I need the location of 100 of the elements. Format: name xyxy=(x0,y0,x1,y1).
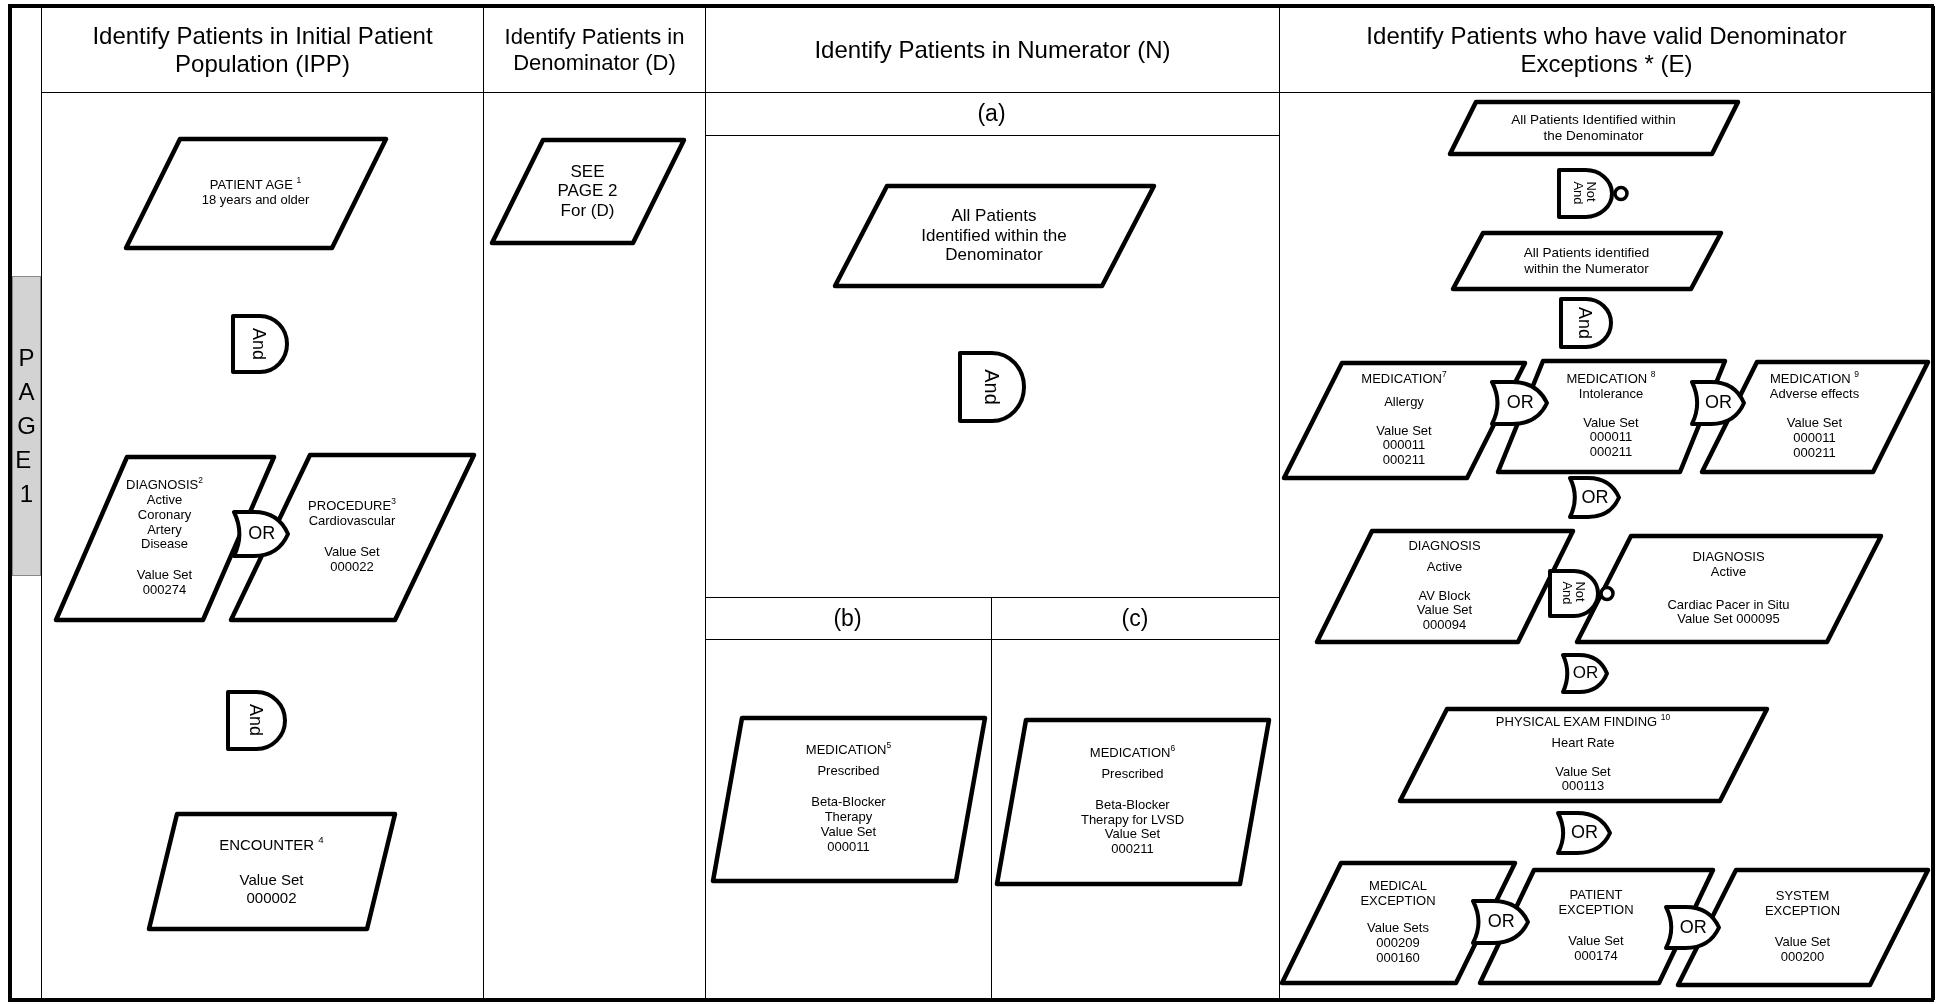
column-heading: Identify Patients in Denominator (D) xyxy=(504,24,685,75)
input-parallelogram xyxy=(489,137,686,245)
gate-label: OR xyxy=(1571,822,1599,843)
node-text: DIAGNOSIS$^{2}$ xyxy=(126,477,203,493)
and-gate xyxy=(1558,296,1613,349)
page-tab xyxy=(12,276,41,576)
node-text: Beta-Blocker Therapy for LVSD xyxy=(1079,797,1186,828)
or-gate xyxy=(1567,475,1621,519)
node-text: Active xyxy=(1426,559,1463,575)
gate-label: OR xyxy=(248,523,276,544)
node-text: Value Set 000113 xyxy=(1554,764,1612,795)
page-label: PAGE 1 xyxy=(14,342,37,510)
node-text: Value Set 000011 xyxy=(819,824,878,855)
node-text: Prescribed xyxy=(1101,766,1164,782)
input-parallelogram xyxy=(994,717,1271,886)
node-text: SEE PAGE 2 For (D) xyxy=(556,161,619,221)
node-text: PATIENT EXCEPTION xyxy=(1557,888,1635,918)
node-text: MEDICATION $^{9}$ xyxy=(1770,372,1859,388)
input-parallelogram xyxy=(1699,359,1930,474)
gate-label: And xyxy=(250,327,269,360)
node-text: Allergy xyxy=(1384,394,1424,410)
node-text: All Patients Identified within the Denominator xyxy=(1511,112,1676,143)
node-text: MEDICATION$^{7}$ xyxy=(1361,371,1447,387)
node-text: Active Coronary Artery Disease xyxy=(136,492,193,553)
node-text: PATIENT AGE $^{1}$ xyxy=(209,178,302,193)
column-heading: Identify Patients who have valid Denominator Exceptions * (E) xyxy=(1365,21,1848,78)
node-text: Intolerance xyxy=(1578,386,1644,402)
node-text: PROCEDURE$^{3}$ xyxy=(308,499,396,515)
input-parallelogram xyxy=(710,715,987,883)
section-heading: (c) xyxy=(1121,604,1149,632)
gate-label: Not And xyxy=(1572,181,1598,205)
input-parallelogram xyxy=(123,136,388,250)
node-text: Value Set 000274 xyxy=(135,568,194,599)
or-gate xyxy=(1555,810,1612,855)
gate-label: OR xyxy=(1487,911,1515,932)
gate-label: OR xyxy=(1506,392,1534,413)
or-gate xyxy=(1689,379,1746,426)
node-text: DIAGNOSIS xyxy=(1408,538,1481,554)
gate-label: OR xyxy=(1572,663,1599,683)
node-text: Active xyxy=(1710,564,1747,580)
input-parallelogram xyxy=(1397,706,1769,803)
node-text: PHYSICAL EXAM FINDING $^{10}$ xyxy=(1495,714,1671,730)
node-text: ENCOUNTER $^{4}$ xyxy=(219,836,324,854)
node-text: MEDICATION$^{5}$ xyxy=(805,743,892,759)
node-text: Value Set 000022 xyxy=(323,545,381,575)
node-text: Adverse effects xyxy=(1769,387,1860,403)
column-heading: Identify Patients in Initial Patient Population (IPP) xyxy=(91,21,434,78)
node-text: All Patients identified within the Numerator xyxy=(1522,245,1651,276)
node-text: Value Set 000011 000211 xyxy=(1375,423,1433,469)
node-text: Value Set 000211 xyxy=(1104,827,1162,858)
column-panel xyxy=(483,6,705,999)
column-panel xyxy=(41,6,483,999)
and-gate xyxy=(225,689,287,751)
gate-label: Not And xyxy=(1560,581,1587,605)
node-text: 18 years and older xyxy=(201,193,310,208)
gate-label: OR xyxy=(1581,486,1609,508)
column-panel xyxy=(705,6,1279,999)
node-text: AV Block Value Set 000094 xyxy=(1415,588,1474,634)
input-parallelogram xyxy=(1447,99,1740,156)
gate-label: And xyxy=(247,704,265,736)
input-parallelogram xyxy=(146,811,397,931)
node-text: Value Set 000011 000211 xyxy=(1582,415,1640,461)
node-text: Value Set 000002 xyxy=(238,871,305,906)
node-text: Value Set 000011 000211 xyxy=(1785,416,1844,461)
node-text: Value Set 000200 xyxy=(1773,935,1832,965)
input-parallelogram xyxy=(1450,230,1723,291)
section-heading: (a) xyxy=(977,100,1006,127)
gate-label: And xyxy=(1576,306,1595,339)
input-parallelogram xyxy=(1314,528,1575,644)
input-parallelogram xyxy=(1279,860,1517,985)
column-heading: Identify Patients in Numerator (N) xyxy=(814,35,1171,64)
section-panel xyxy=(704,596,992,999)
node-text: Prescribed xyxy=(817,764,880,780)
input-parallelogram xyxy=(1574,533,1883,644)
node-text: MEDICATION $^{8}$ xyxy=(1566,371,1656,387)
and-gate xyxy=(230,313,289,374)
section-heading: (b) xyxy=(833,604,862,632)
column-panel xyxy=(1279,6,1933,999)
node-text: Value Set 000174 xyxy=(1567,934,1625,964)
node-text: Cardiac Pacer in Situ Value Set 000095 xyxy=(1666,597,1791,628)
gate-label: OR xyxy=(1679,916,1707,938)
node-text: SYSTEM EXCEPTION xyxy=(1763,889,1842,919)
input-parallelogram xyxy=(832,183,1156,288)
node-text: Value Sets 000209 000160 xyxy=(1366,921,1430,966)
not-and-gate xyxy=(1556,167,1631,219)
input-parallelogram xyxy=(53,454,276,622)
node-text: MEDICAL EXCEPTION xyxy=(1359,879,1437,910)
and-gate xyxy=(957,350,1026,423)
gate-label: OR xyxy=(1705,392,1733,413)
not-and-gate xyxy=(1547,568,1617,618)
node-text: DIAGNOSIS xyxy=(1692,549,1765,565)
node-text: MEDICATION$^{6}$ xyxy=(1089,745,1176,761)
or-gate xyxy=(1560,652,1609,694)
node-text: Beta-Blocker Therapy xyxy=(810,795,887,825)
input-parallelogram xyxy=(1675,867,1930,987)
node-text: Cardiovascular xyxy=(308,514,396,529)
input-parallelogram xyxy=(228,452,476,622)
gate-label: And xyxy=(981,368,1002,405)
node-text: All Patients Identified within the Denominator xyxy=(920,206,1068,265)
node-text: Heart Rate xyxy=(1551,735,1615,751)
